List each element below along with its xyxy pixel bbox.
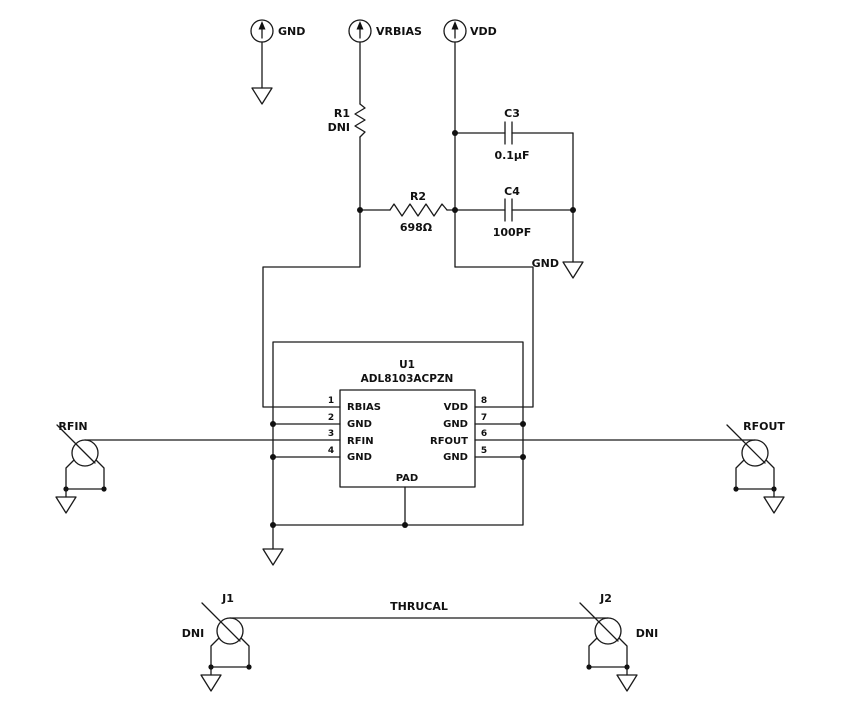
vdd-supply-label: VDD [470, 25, 497, 38]
u1-pin6-number: 6 [481, 429, 487, 439]
rf-connector-icon [56, 424, 108, 493]
thrucal-label: THRUCAL [390, 600, 448, 613]
r2-value-label: 698Ω [400, 221, 433, 234]
u1-pin5-number: 5 [481, 446, 487, 456]
rf-connector-icon [726, 424, 778, 493]
u1-pin7-number: 7 [481, 413, 487, 423]
j1-dni-label: DNI [182, 627, 204, 640]
u1-pin2-number: 2 [328, 413, 334, 423]
u1-pin4-number: 4 [328, 446, 334, 456]
c4-value-label: 100PF [493, 226, 532, 239]
ground-symbol [562, 261, 584, 279]
vdd-net-wire [454, 266, 534, 408]
j1-label: J1 [221, 592, 234, 605]
rbias-net-wire [262, 209, 361, 408]
gnd-label: GND [532, 257, 559, 270]
thrucal-trace: THRUCAL [229, 600, 609, 619]
rf-connector-icon [201, 602, 253, 671]
u1-pin6-name: RFOUT [430, 436, 468, 447]
c4-ref-label: C4 [504, 185, 520, 198]
c3-ref-label: C3 [504, 107, 520, 120]
ground-symbol [262, 548, 284, 566]
u1-pin8-number: 8 [481, 396, 487, 406]
u1-pad-label: PAD [396, 473, 418, 484]
ground-symbol [763, 496, 785, 514]
gnd-supply-label: GND [278, 25, 305, 38]
up-arrow-icon [258, 21, 266, 30]
u1-pin2-name: GND [347, 419, 372, 430]
rf-connector-icon [579, 602, 631, 671]
vdd-supply-port: VDD [443, 19, 497, 268]
u1-pin8-name: VDD [444, 402, 468, 413]
rfin-label: RFIN [58, 420, 87, 433]
u1-pin7-name: GND [443, 419, 468, 430]
u1-part-label: ADL8103ACPZN [361, 373, 454, 385]
c3-value-label: 0.1µF [494, 149, 529, 162]
r1-ref-label: R1 [334, 107, 350, 120]
exposed-pad-outline [262, 341, 524, 566]
r1-value-label: DNI [328, 121, 350, 134]
rfin-connector: RFIN [55, 420, 108, 514]
ground-symbol [251, 87, 273, 105]
u1-chip: U1 ADL8103ACPZN PAD RBIAS GND RFIN GND V… [272, 359, 524, 488]
j2-label: J2 [599, 592, 612, 605]
resistor-r1: R1 DNI [328, 103, 366, 211]
ground-symbol [616, 674, 638, 692]
u1-ref-label: U1 [399, 359, 415, 371]
r2-ref-label: R2 [410, 190, 426, 203]
vrbias-supply-label: VRBIAS [376, 25, 422, 38]
up-arrow-icon [451, 21, 459, 30]
ground-symbol [55, 496, 77, 514]
gnd-supply-port: GND [250, 19, 305, 105]
u1-pin3-number: 3 [328, 429, 334, 439]
j1-connector: J1 DNI [182, 592, 253, 692]
vrbias-supply-port: VRBIAS [348, 19, 422, 105]
rfout-label: RFOUT [743, 420, 785, 433]
junction-dots [270, 130, 576, 528]
ground-symbol [200, 674, 222, 692]
decoupling-ground: GND [532, 132, 584, 279]
u1-pin3-name: RFIN [347, 436, 374, 447]
rfout-connector: RFOUT [726, 420, 785, 514]
u1-pin4-name: GND [347, 452, 372, 463]
resistor-r2: R2 698Ω [359, 190, 456, 234]
u1-pin1-number: 1 [328, 396, 334, 406]
capacitor-c4: C4 100PF [454, 185, 574, 239]
capacitor-c3: C3 0.1µF [454, 107, 574, 162]
up-arrow-icon [356, 21, 364, 30]
u1-pin1-name: RBIAS [347, 402, 381, 413]
j2-dni-label: DNI [636, 627, 658, 640]
j2-connector: J2 DNI [579, 592, 658, 692]
u1-pin5-name: GND [443, 452, 468, 463]
